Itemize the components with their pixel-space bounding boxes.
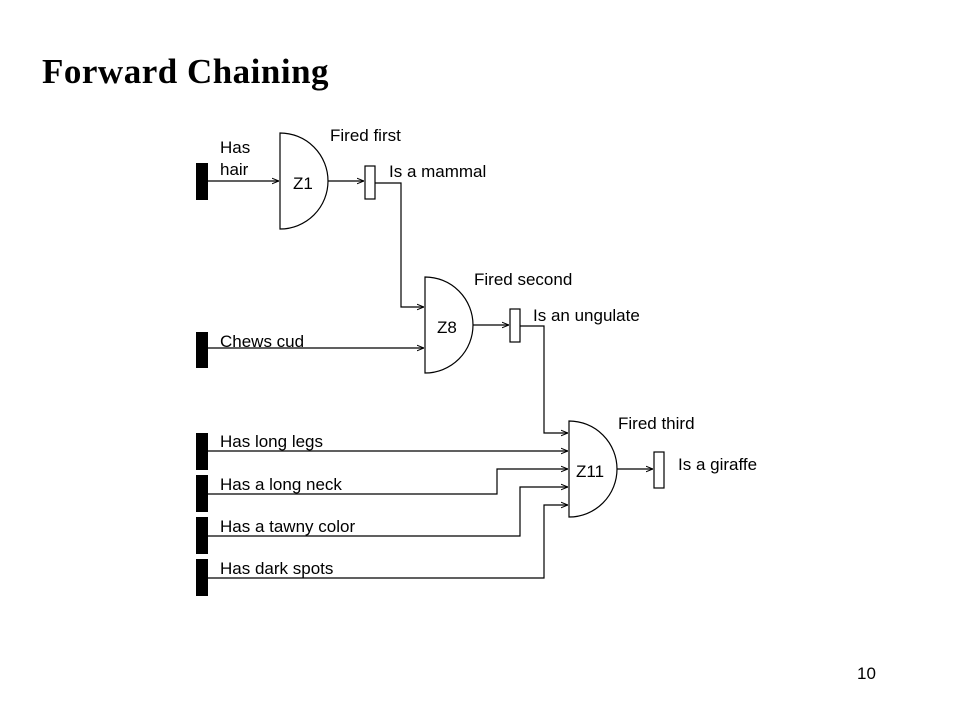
rule-gate-z11-label: Z11 xyxy=(576,462,604,481)
fact-block-dark-spots xyxy=(196,559,208,596)
connector-mammal-to-z8 xyxy=(375,182,424,307)
rule-z1-fired-label: Fired first xyxy=(330,126,401,145)
output-label-giraffe: Is a giraffe xyxy=(678,455,757,474)
rule-gate-z1 xyxy=(279,132,329,230)
output-label-mammal: Is a mammal xyxy=(389,162,486,181)
rule-gate-z8-label: Z8 xyxy=(437,318,457,337)
fact-block-tawny-color xyxy=(196,517,208,554)
fact-block-has-hair xyxy=(196,163,208,200)
output-box-mammal xyxy=(364,165,376,200)
input-label-long-legs: Has long legs xyxy=(220,432,323,451)
rule-z8-fired-label: Fired second xyxy=(474,270,572,289)
input-label-tawny-color: Has a tawny color xyxy=(220,517,355,536)
fact-block-long-legs xyxy=(196,433,208,470)
fact-block-long-neck xyxy=(196,475,208,512)
connector-ungulate-to-z11 xyxy=(520,325,568,433)
connector-long-neck-to-z11 xyxy=(208,469,568,495)
fact-block-chews-cud xyxy=(196,332,208,368)
input-label-has-hair-line1: Has xyxy=(220,138,250,157)
output-box-ungulate xyxy=(509,308,521,343)
input-label-long-neck: Has a long neck xyxy=(220,475,342,494)
page-number: 10 xyxy=(857,664,876,683)
output-box-giraffe xyxy=(653,451,665,489)
rule-z11-fired-label: Fired third xyxy=(618,414,695,433)
rule-gate-z11 xyxy=(568,420,618,518)
output-label-ungulate: Is an ungulate xyxy=(533,306,640,325)
input-label-has-hair-line2: hair xyxy=(220,160,249,179)
connector-tawny-color-to-z11 xyxy=(208,487,568,537)
rule-gate-z8 xyxy=(424,276,474,374)
rule-gate-z1-label: Z1 xyxy=(293,174,313,193)
slide-title: Forward Chaining xyxy=(42,52,330,91)
connector-dark-spots-to-z11 xyxy=(208,505,568,579)
input-label-dark-spots: Has dark spots xyxy=(220,559,333,578)
input-label-chews-cud: Chews cud xyxy=(220,332,304,351)
